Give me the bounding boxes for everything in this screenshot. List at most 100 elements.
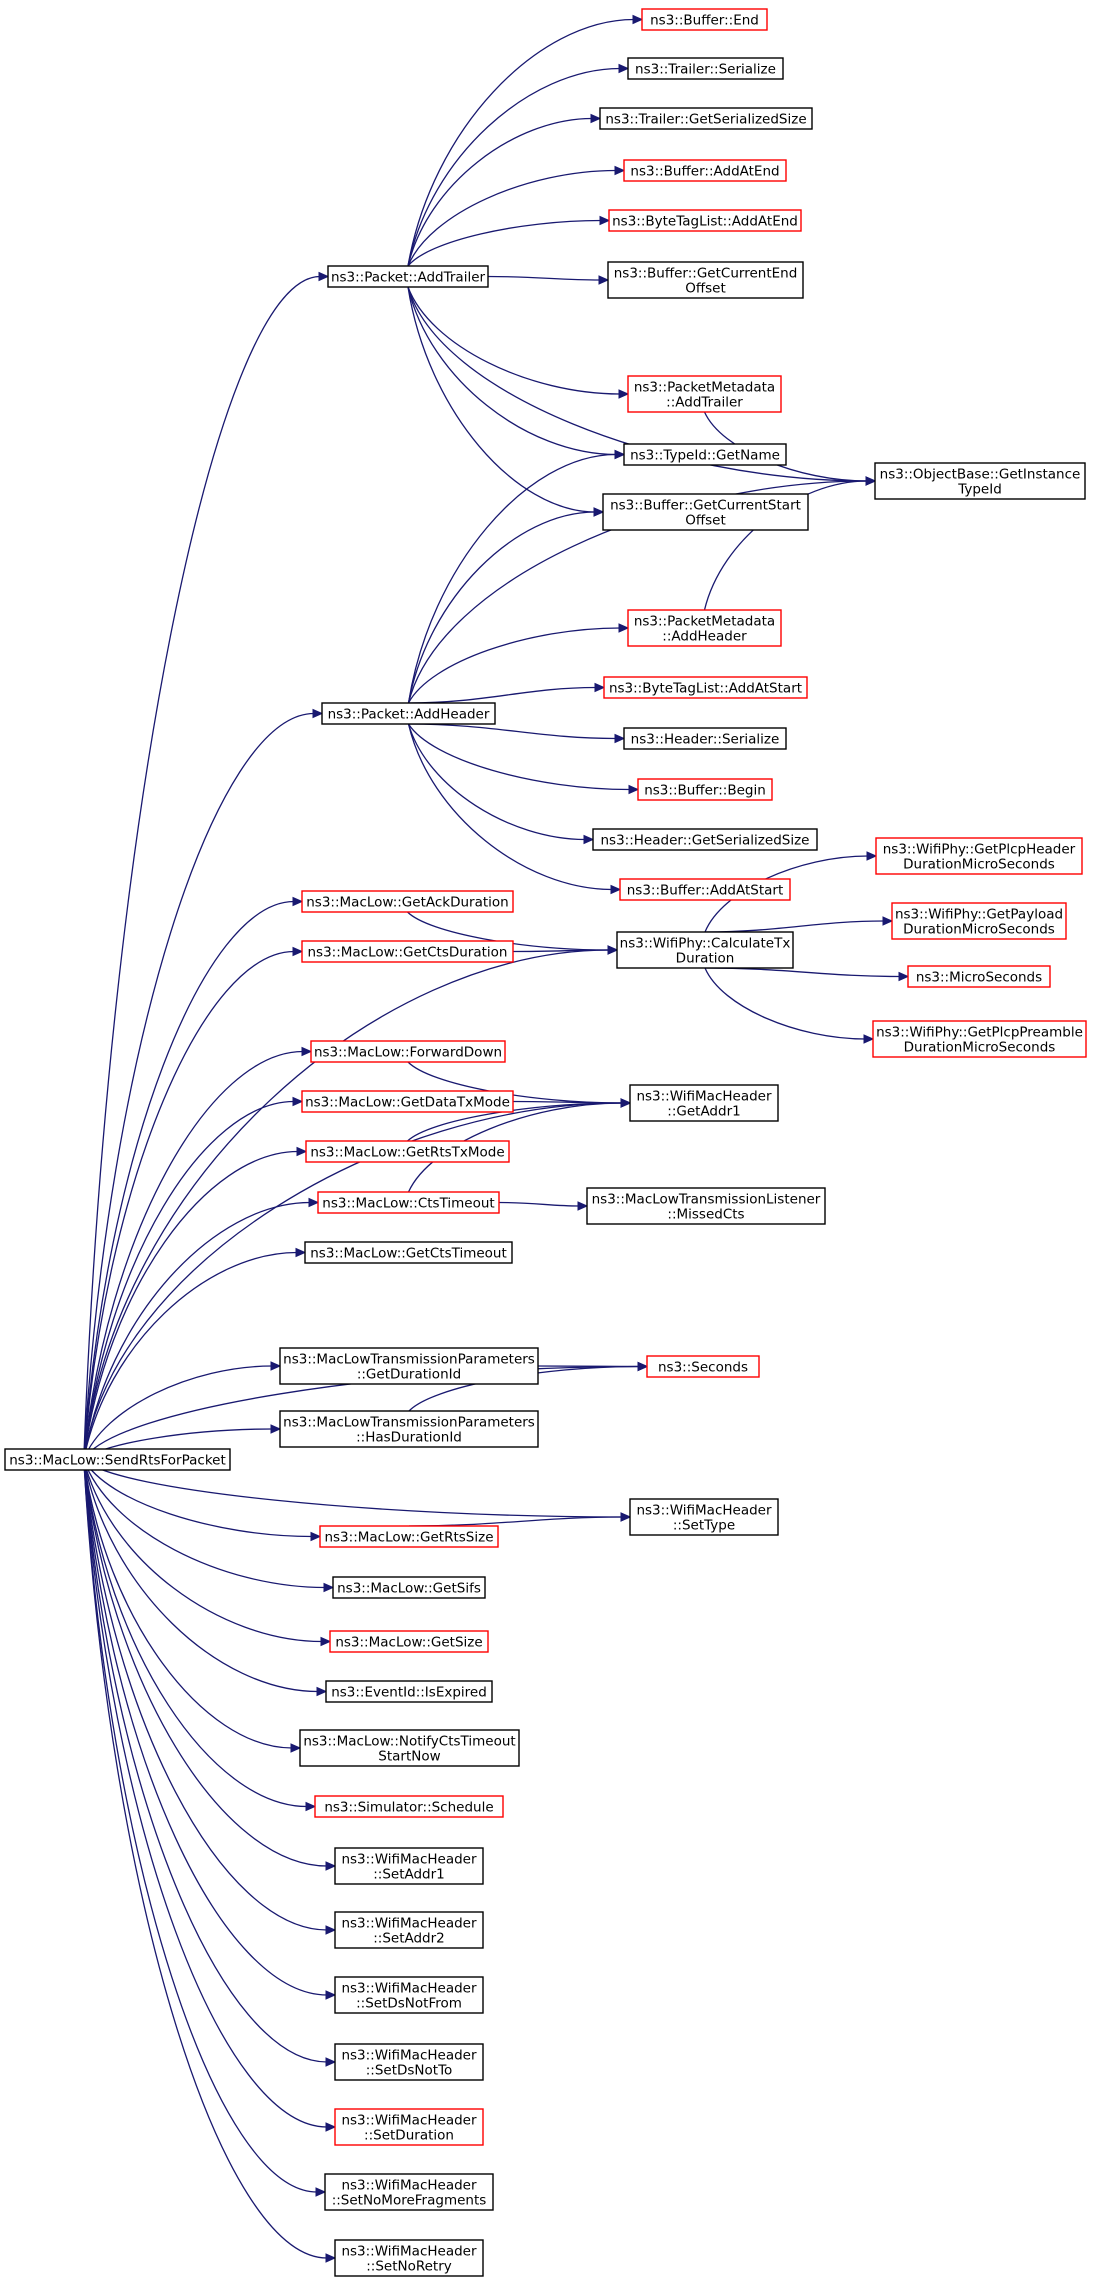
arrowhead-icon: [637, 1361, 649, 1372]
node-label: ns3::MacLowTransmissionListener: [592, 1192, 821, 1208]
node-box: [607, 261, 804, 299]
node-forward-down[interactable]: ns3::MacLow::ForwardDown: [310, 1040, 506, 1063]
arrowhead-icon: [295, 1247, 307, 1258]
node-label: ns3::MacLowTransmissionParameters: [283, 1352, 535, 1368]
edge-addTrailer-to-typeIdName: [407, 286, 617, 456]
node-label: ns3::MacLow::GetDataTxMode: [305, 1095, 510, 1111]
node-box: [608, 209, 802, 232]
node-box: [334, 2043, 484, 2081]
edge-addHeader-to-btlAddAtStart: [408, 686, 597, 704]
node-btl-add-at-start[interactable]: ns3::ByteTagList::AddAtStart: [603, 676, 808, 699]
node-get-cts-timeout: ns3::MacLow::GetCtsTimeout: [304, 1241, 513, 1264]
arrowhead-icon: [308, 1197, 320, 1208]
node-get-rts-tx-mode[interactable]: ns3::MacLow::GetRtsTxMode: [305, 1140, 510, 1163]
node-label: ns3::ObjectBase::GetInstance: [880, 467, 1081, 483]
node-seconds[interactable]: ns3::Seconds: [646, 1355, 760, 1378]
node-label: ns3::MacLow::ForwardDown: [314, 1045, 502, 1061]
node-box: [599, 107, 813, 130]
arrowhead-icon: [292, 1096, 304, 1107]
node-btl-add-at-end[interactable]: ns3::ByteTagList::AddAtEnd: [608, 209, 802, 232]
node-box: [310, 1040, 506, 1063]
node-box: [301, 890, 514, 913]
edge-root-to-getSize: [83, 1459, 323, 1643]
node-set-ds-not-to: ns3::WifiMacHeader::SetDsNotTo: [334, 2043, 484, 2081]
node-has-duration-id: ns3::MacLowTransmissionParameters::HasDu…: [279, 1410, 539, 1448]
node-trailer-ser: ns3::Trailer::Serialize: [627, 57, 784, 80]
node-get-cts-duration[interactable]: ns3::MacLow::GetCtsDuration: [301, 940, 514, 963]
node-pm-add-header[interactable]: ns3::PacketMetadata::AddHeader: [627, 609, 782, 647]
node-root[interactable]: ns3::MacLow::SendRtsForPacket: [4, 1448, 231, 1471]
edge-addTrailer-to-trailerSize: [407, 117, 593, 267]
node-header-ser: ns3::Header::Serialize: [623, 727, 787, 750]
node-payload-dur[interactable]: ns3::WifiPhy::GetPayloadDurationMicroSec…: [891, 902, 1067, 940]
node-box: [619, 878, 791, 901]
edge-root-to-setDuration: [83, 1459, 328, 2128]
edge-root-to-getAckDuration: [83, 900, 295, 1460]
node-get-ack-duration[interactable]: ns3::MacLow::GetAckDuration: [301, 890, 514, 913]
node-label: ::SetDsNotFrom: [356, 1996, 462, 2012]
node-buf-begin[interactable]: ns3::Buffer::Begin: [637, 778, 773, 801]
node-box: [641, 8, 768, 31]
node-label: ns3::WifiMacHeader: [341, 2178, 477, 2194]
edge-root-to-getCtsTimeout: [83, 1251, 298, 1460]
node-label: ::SetNoMoreFragments: [332, 2193, 487, 2209]
arrowhead-icon: [301, 1046, 313, 1057]
edge-root-to-getDurationId: [83, 1365, 273, 1460]
arrowhead-icon: [620, 1098, 632, 1108]
node-box: [592, 828, 818, 851]
edge-root-to-getCtsDuration: [83, 950, 295, 1460]
node-buf-add-at-start[interactable]: ns3::Buffer::AddAtStart: [619, 878, 791, 901]
node-box: [334, 1976, 484, 2014]
node-label: ns3::ByteTagList::AddAtEnd: [612, 214, 798, 230]
node-set-addr1: ns3::WifiMacHeader::SetAddr1: [334, 1847, 484, 1885]
node-get-rts-size[interactable]: ns3::MacLow::GetRtsSize: [319, 1525, 499, 1548]
node-plcp-preamble-dur[interactable]: ns3::WifiPhy::GetPlcpPreambleDurationMic…: [872, 1020, 1087, 1058]
arrowhead-icon: [292, 896, 304, 907]
node-label: ::SetNoRetry: [366, 2259, 452, 2275]
edge-root-to-ctsTimeout: [83, 1201, 311, 1460]
node-pm-add-trailer[interactable]: ns3::PacketMetadata::AddTrailer: [627, 375, 782, 413]
node-plcp-header-dur[interactable]: ns3::WifiPhy::GetPlcpHeaderDurationMicro…: [875, 837, 1083, 875]
node-add-header: ns3::Packet::AddHeader: [321, 702, 496, 725]
node-buf-end[interactable]: ns3::Buffer::End: [641, 8, 768, 31]
node-label: ns3::MacLow::GetCtsTimeout: [310, 1246, 507, 1262]
node-label: ::SetAddr2: [373, 1931, 445, 1947]
node-is-expired: ns3::EventId::IsExpired: [325, 1680, 493, 1703]
node-micro-seconds[interactable]: ns3::MicroSeconds: [907, 965, 1051, 988]
node-label: ::GetAddr1: [667, 1104, 740, 1120]
node-get-data-tx-mode[interactable]: ns3::MacLow::GetDataTxMode: [301, 1090, 514, 1113]
edge-root-to-isExpired: [83, 1459, 319, 1693]
node-label: ns3::MacLow::GetRtsSize: [324, 1530, 493, 1546]
edge-getCtsDuration-to-calcTxDuration: [512, 949, 610, 953]
node-label: ns3::MacLow::GetSize: [335, 1635, 482, 1651]
arrowhead-icon: [312, 708, 324, 719]
arrowhead-icon: [325, 1990, 337, 2000]
arrowhead-icon: [618, 623, 630, 633]
node-set-duration[interactable]: ns3::WifiMacHeader::SetDuration: [334, 2108, 484, 2146]
arrowhead-icon: [599, 215, 611, 226]
node-label: ns3::Trailer::Serialize: [635, 62, 776, 78]
node-label: ns3::WifiMacHeader: [636, 1503, 772, 1519]
node-get-size[interactable]: ns3::MacLow::GetSize: [329, 1630, 489, 1653]
node-cts-timeout[interactable]: ns3::MacLow::CtsTimeout: [317, 1191, 500, 1214]
arrowhead-icon: [614, 165, 626, 176]
edge-calcTxDuration-to-plcpPreambleDur: [704, 967, 866, 1040]
node-box: [279, 1410, 539, 1448]
node-label: ns3::WifiMacHeader: [341, 1852, 477, 1868]
arrowhead-icon: [316, 1686, 328, 1697]
node-schedule[interactable]: ns3::Simulator::Schedule: [314, 1795, 504, 1818]
node-label: ns3::PacketMetadata: [634, 614, 775, 630]
node-header-size: ns3::Header::GetSerializedSize: [592, 828, 818, 851]
node-label: ns3::WifiMacHeader: [341, 2113, 477, 2129]
node-label: ns3::Buffer::AddAtEnd: [630, 164, 779, 180]
edge-root-to-calcTxDuration: [83, 949, 610, 1460]
arrowhead-icon: [325, 2253, 337, 2263]
node-label: ns3::Buffer::AddAtStart: [627, 883, 784, 899]
edge-ctsTimeout-to-missedCts: [498, 1201, 580, 1207]
node-box: [314, 1795, 504, 1818]
edge-root-to-setAddr2: [83, 1459, 328, 1931]
arrowhead-icon: [593, 507, 605, 517]
node-buf-add-at-end[interactable]: ns3::Buffer::AddAtEnd: [623, 159, 787, 182]
